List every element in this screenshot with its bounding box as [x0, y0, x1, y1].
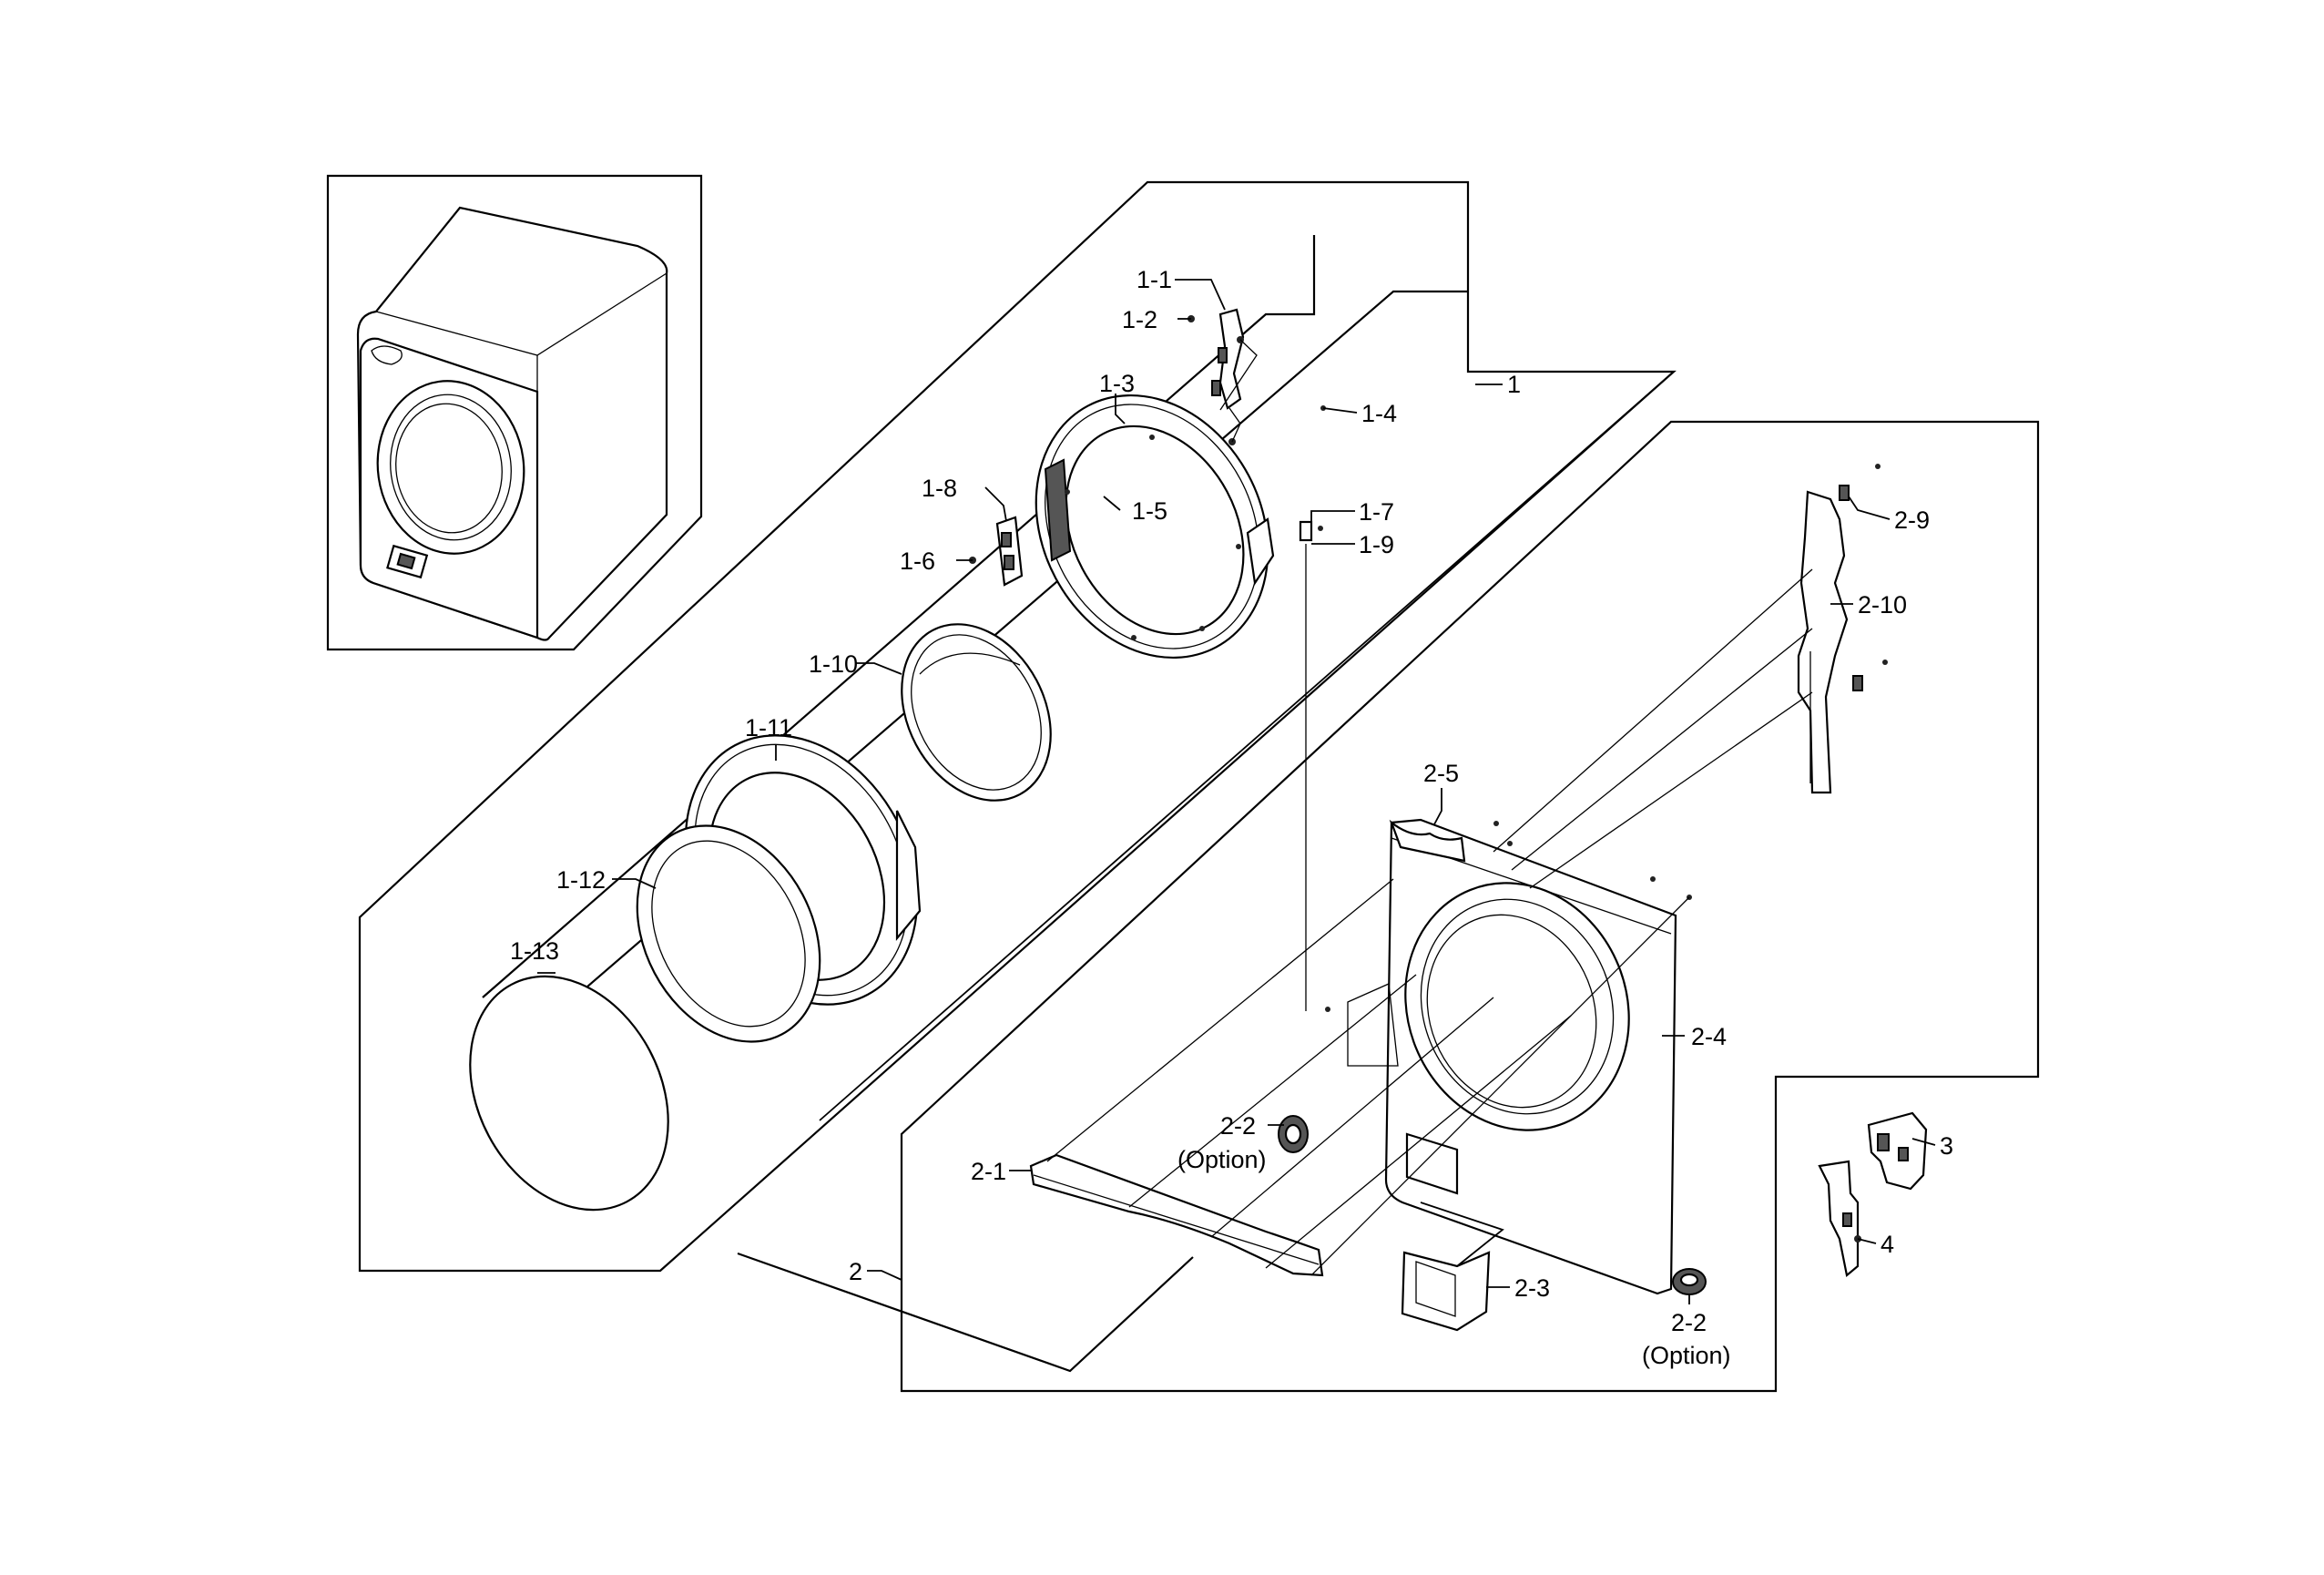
- door-decor-ring-part: [636, 824, 821, 1043]
- callout-1-13: 1-13: [510, 937, 559, 965]
- panel-side-bracket-part: [1797, 464, 1888, 794]
- option-knob-part-upper: [1278, 1115, 1309, 1153]
- callout-1-11: 1-11: [745, 714, 792, 741]
- option-knob-part-lower: [1672, 1268, 1707, 1295]
- overview-inset: [326, 174, 703, 651]
- callout-2-4: 2-4: [1691, 1023, 1727, 1050]
- callout-2: 2: [849, 1258, 862, 1285]
- front-panel-part: [1325, 818, 1692, 1295]
- callout-2-2-lower: 2-2: [1671, 1309, 1707, 1336]
- callout-1-10: 1-10: [809, 650, 858, 678]
- front-panel-group-outline: [737, 420, 2040, 1393]
- leader-lines: [537, 279, 1936, 1304]
- callout-2-10: 2-10: [1858, 591, 1907, 619]
- door-outer-glass-part: [469, 975, 669, 1212]
- assembled-appliance-illustration: [356, 206, 668, 641]
- callout-1-4: 1-4: [1361, 400, 1397, 427]
- callout-4: 4: [1881, 1231, 1894, 1258]
- door-frame-outer-part: [1035, 394, 1275, 660]
- callout-1: 1: [1507, 371, 1521, 398]
- callout-labels: 1-1 1-2 1-3 1-4 1 1-8 1-5 1-7 1-6 1-9 2-…: [510, 266, 1953, 1369]
- callout-1-1: 1-1: [1137, 266, 1172, 293]
- callout-2-1: 2-1: [971, 1158, 1006, 1185]
- part-3-switch-assembly: [1867, 1111, 1928, 1191]
- callout-3: 3: [1940, 1132, 1953, 1160]
- part-4-sensor-assembly: [1818, 1160, 1861, 1278]
- callout-1-2: 1-2: [1122, 306, 1157, 333]
- callout-1-8: 1-8: [922, 475, 957, 502]
- callout-1-12: 1-12: [556, 866, 606, 894]
- callout-1-5: 1-5: [1132, 497, 1167, 525]
- callout-2-5: 2-5: [1423, 760, 1459, 787]
- callout-2-2-lower-option: (Option): [1642, 1342, 1731, 1369]
- callout-1-7: 1-7: [1359, 498, 1394, 526]
- callout-1-3: 1-3: [1099, 370, 1135, 397]
- callout-2-2-upper-option: (Option): [1177, 1146, 1267, 1173]
- drawer-handle-part: [1401, 1202, 1504, 1332]
- door-assembly-group-outline: [358, 180, 1677, 1273]
- door-inner-glass-part: [901, 623, 1052, 802]
- callout-2-2-upper: 2-2: [1220, 1112, 1256, 1140]
- door-hinge-pivot-part: [969, 516, 1024, 587]
- callout-2-3: 2-3: [1514, 1274, 1550, 1302]
- door-latch-part: [1299, 405, 1326, 1011]
- bottom-cover-part: [1029, 1153, 1324, 1277]
- door-hinge-part: [1187, 308, 1258, 445]
- callout-1-6: 1-6: [900, 547, 935, 575]
- callout-2-9: 2-9: [1894, 506, 1930, 534]
- callout-1-9: 1-9: [1359, 531, 1394, 558]
